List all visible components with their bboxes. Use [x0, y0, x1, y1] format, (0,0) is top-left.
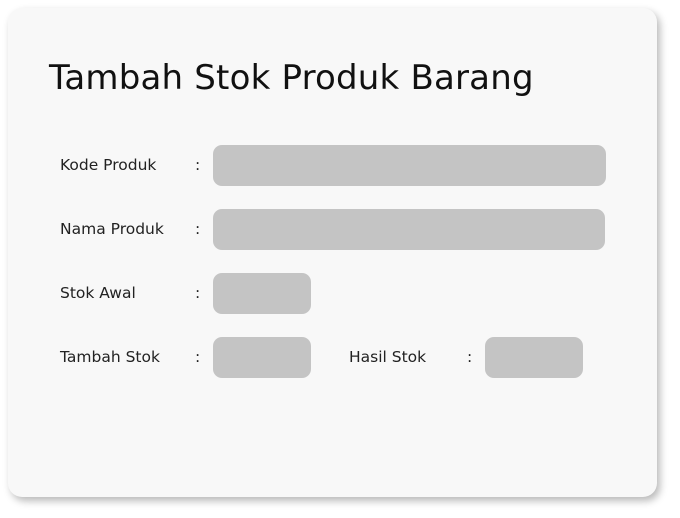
- tambah-stok-colon: :: [195, 348, 201, 366]
- hasil-stok-colon: :: [467, 348, 473, 366]
- kode-produk-input[interactable]: [213, 145, 606, 186]
- tambah-stok-input[interactable]: [213, 337, 311, 378]
- stok-awal-label: Stok Awal: [60, 284, 136, 302]
- nama-produk-label: Nama Produk: [60, 220, 164, 238]
- stok-awal-colon: :: [195, 284, 201, 302]
- nama-produk-colon: :: [195, 220, 201, 238]
- tambah-stok-label: Tambah Stok: [60, 348, 160, 366]
- nama-produk-input[interactable]: [213, 209, 605, 250]
- hasil-stok-input[interactable]: [485, 337, 583, 378]
- hasil-stok-label: Hasil Stok: [349, 348, 427, 366]
- form-title: Tambah Stok Produk Barang: [49, 58, 534, 98]
- stok-awal-input[interactable]: [213, 273, 311, 314]
- kode-produk-colon: :: [195, 156, 201, 174]
- kode-produk-label: Kode Produk: [60, 156, 157, 174]
- form-card: Tambah Stok Produk Barang Kode Produk : …: [8, 8, 657, 497]
